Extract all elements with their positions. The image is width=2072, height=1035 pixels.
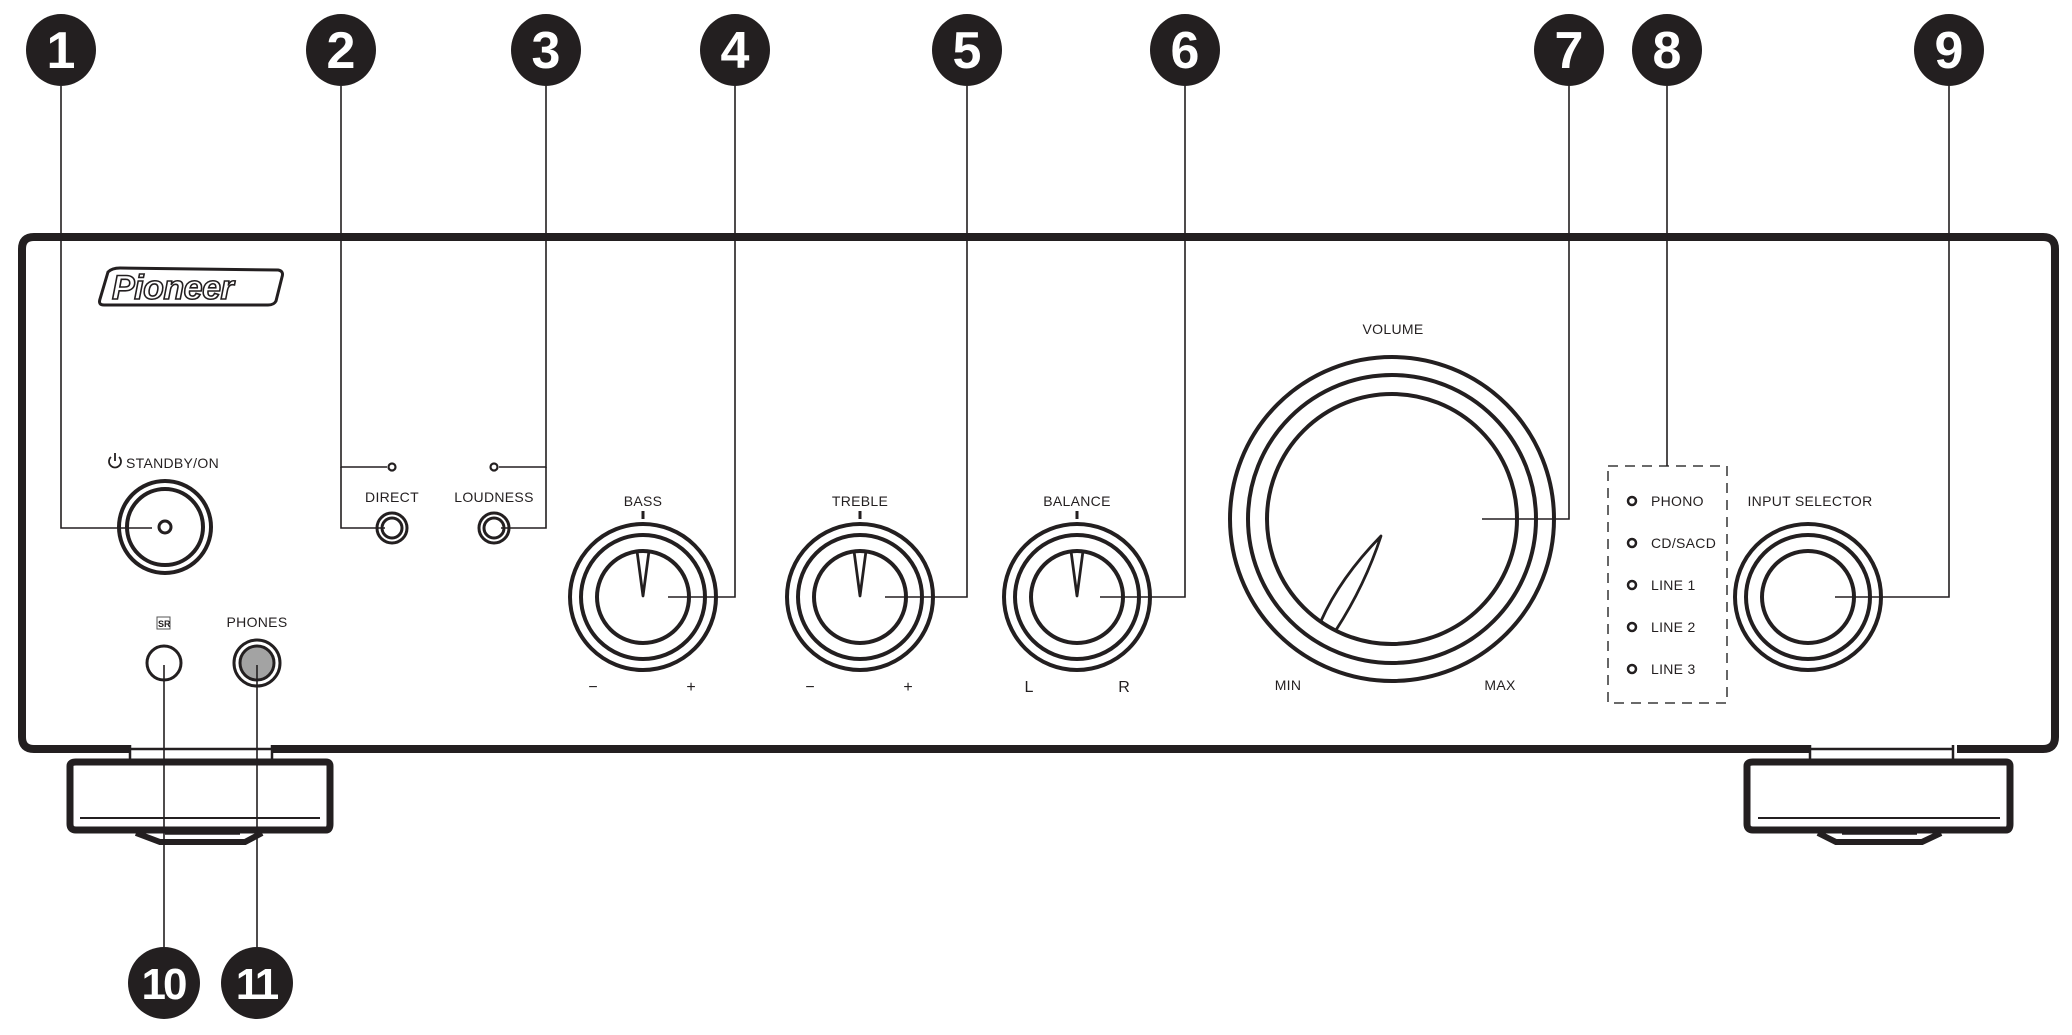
svg-text:11: 11	[236, 960, 279, 1009]
loudness-button[interactable]: LOUDNESS	[454, 462, 533, 545]
bass-max: +	[686, 679, 695, 696]
svg-text:5: 5	[953, 22, 982, 80]
balance-knob[interactable]: BALANCE L R	[1002, 493, 1152, 696]
chassis	[18, 233, 2059, 845]
indicator-line2: LINE 2	[1626, 619, 1696, 635]
callout-3: 3	[511, 14, 581, 86]
svg-text:2: 2	[327, 22, 356, 80]
volume-pointer	[1319, 534, 1383, 631]
left-foot	[66, 758, 334, 845]
leader-3b	[501, 467, 547, 529]
callout-11: 11	[221, 947, 293, 1019]
indicator-line1: LINE 1	[1626, 577, 1696, 593]
indicator-line3: LINE 3	[1626, 661, 1696, 677]
leader-2a	[340, 86, 387, 468]
loudness-label: LOUDNESS	[454, 489, 533, 505]
input-selector-knob[interactable]: INPUT SELECTOR	[1733, 493, 1883, 672]
phones-label: PHONES	[227, 614, 288, 630]
svg-text:Pioneer: Pioneer	[112, 269, 235, 307]
balance-right: R	[1118, 679, 1130, 696]
svg-text:1: 1	[47, 22, 76, 80]
leader-6	[1100, 86, 1186, 598]
svg-text:8: 8	[1653, 22, 1682, 80]
indicator-cd-sacd: CD/SACD	[1626, 535, 1716, 551]
svg-text:10: 10	[142, 960, 186, 1009]
callout-1: 1	[26, 14, 96, 86]
direct-indicator	[387, 462, 397, 472]
svg-text:6: 6	[1171, 22, 1200, 80]
svg-text:7: 7	[1555, 22, 1584, 80]
leader-3a	[499, 86, 547, 468]
treble-min: −	[805, 679, 814, 696]
treble-label: TREBLE	[832, 493, 888, 509]
svg-text:CD/SACD: CD/SACD	[1651, 535, 1716, 551]
direct-button[interactable]: DIRECT	[365, 462, 419, 545]
treble-knob[interactable]: TREBLE − +	[785, 493, 935, 696]
svg-text:SR: SR	[158, 619, 171, 629]
callout-8: 8	[1632, 14, 1702, 86]
leader-4	[668, 86, 736, 598]
bass-min: −	[588, 679, 597, 696]
direct-label: DIRECT	[365, 489, 419, 505]
svg-text:LINE 1: LINE 1	[1651, 577, 1696, 593]
treble-max: +	[903, 679, 912, 696]
svg-text:3: 3	[532, 22, 561, 80]
leader-1	[60, 86, 152, 529]
input-selector-label: INPUT SELECTOR	[1747, 493, 1872, 509]
volume-label: VOLUME	[1363, 321, 1424, 337]
standby-label: STANDBY/ON	[126, 455, 219, 471]
callout-4: 4	[700, 14, 770, 86]
svg-text:LINE 3: LINE 3	[1651, 661, 1696, 677]
loudness-indicator	[489, 462, 499, 472]
standby-on-button[interactable]: STANDBY/ON	[108, 453, 219, 575]
callout-5: 5	[932, 14, 1002, 86]
sr-icon: SR	[156, 616, 171, 630]
callout-2: 2	[306, 14, 376, 86]
bass-knob[interactable]: BASS − +	[568, 493, 718, 696]
leader-9	[1835, 86, 1950, 598]
volume-knob[interactable]: VOLUME MIN MAX	[1228, 321, 1556, 693]
treble-pointer	[852, 550, 868, 598]
callout-10: 10	[128, 947, 200, 1019]
volume-max: MAX	[1484, 677, 1516, 693]
leader-5	[885, 86, 968, 598]
balance-pointer	[1069, 550, 1085, 598]
right-foot-neck	[1808, 745, 1955, 764]
svg-text:9: 9	[1935, 22, 1964, 80]
svg-text:LINE 2: LINE 2	[1651, 619, 1696, 635]
right-foot	[1743, 758, 2014, 845]
pioneer-logo: Pioneer	[98, 266, 284, 308]
callout-7: 7	[1534, 14, 1604, 86]
power-icon	[108, 453, 122, 469]
leader-7	[1482, 86, 1570, 520]
svg-text:PHONO: PHONO	[1651, 493, 1704, 509]
callout-6: 6	[1150, 14, 1220, 86]
callout-9: 9	[1914, 14, 1984, 86]
volume-min: MIN	[1275, 677, 1302, 693]
left-foot-neck	[128, 745, 274, 764]
front-panel-outline	[18, 233, 2059, 753]
bass-pointer	[635, 550, 651, 598]
bass-label: BASS	[624, 493, 663, 509]
indicator-phono: PHONO	[1626, 493, 1704, 509]
leader-2b	[340, 467, 385, 529]
leader-lines	[60, 86, 1950, 947]
input-indicators: PHONO CD/SACD LINE 1 LINE 2 LINE 3	[1607, 465, 1728, 704]
svg-text:4: 4	[721, 22, 750, 80]
balance-label: BALANCE	[1043, 493, 1110, 509]
balance-left: L	[1025, 679, 1034, 696]
